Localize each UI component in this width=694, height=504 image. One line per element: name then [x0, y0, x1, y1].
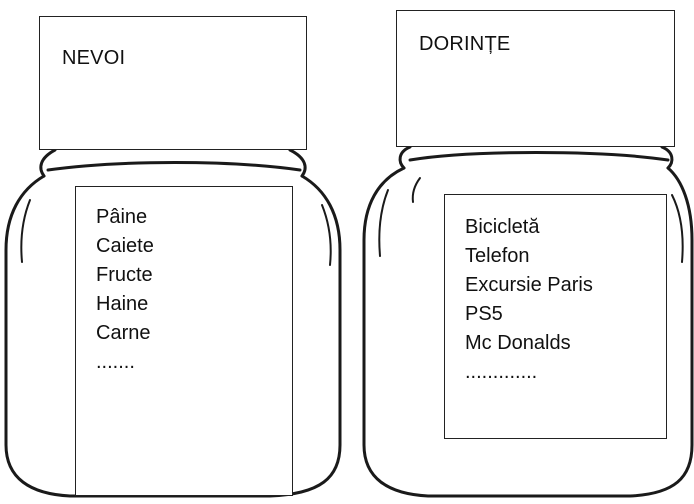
nevoi-title: NEVOI: [62, 47, 126, 69]
jar-icon: [4, 148, 342, 498]
list-item: PS5: [465, 303, 503, 325]
list-item: Pâine: [96, 206, 148, 228]
list-item: Carne: [96, 322, 151, 344]
list-item: Mc Donalds: [465, 332, 571, 354]
list-item: Fructe: [96, 264, 153, 286]
dorinte-list-box: Bicicletă Telefon Excursie Paris PS5 Mc …: [444, 194, 667, 439]
nevoi-label: NEVOI: [39, 16, 307, 150]
list-item: Bicicletă: [465, 216, 540, 238]
list-item: .............: [465, 361, 538, 383]
list-item: Haine: [96, 293, 149, 315]
nevoi-list-box: Pâine Caiete Fructe Haine Carne .......: [75, 186, 293, 496]
list-item: Telefon: [465, 245, 530, 267]
jar-icon: [362, 145, 694, 498]
dorinte-title: DORINȚE: [419, 33, 511, 55]
nevoi-list: Pâine Caiete Fructe Haine Carne .......: [96, 203, 154, 377]
list-item: Excursie Paris: [465, 274, 593, 296]
dorinte-list: Bicicletă Telefon Excursie Paris PS5 Mc …: [465, 213, 593, 387]
list-item: Caiete: [96, 235, 154, 257]
dorinte-label: DORINȚE: [396, 10, 675, 147]
list-item: .......: [96, 351, 135, 373]
